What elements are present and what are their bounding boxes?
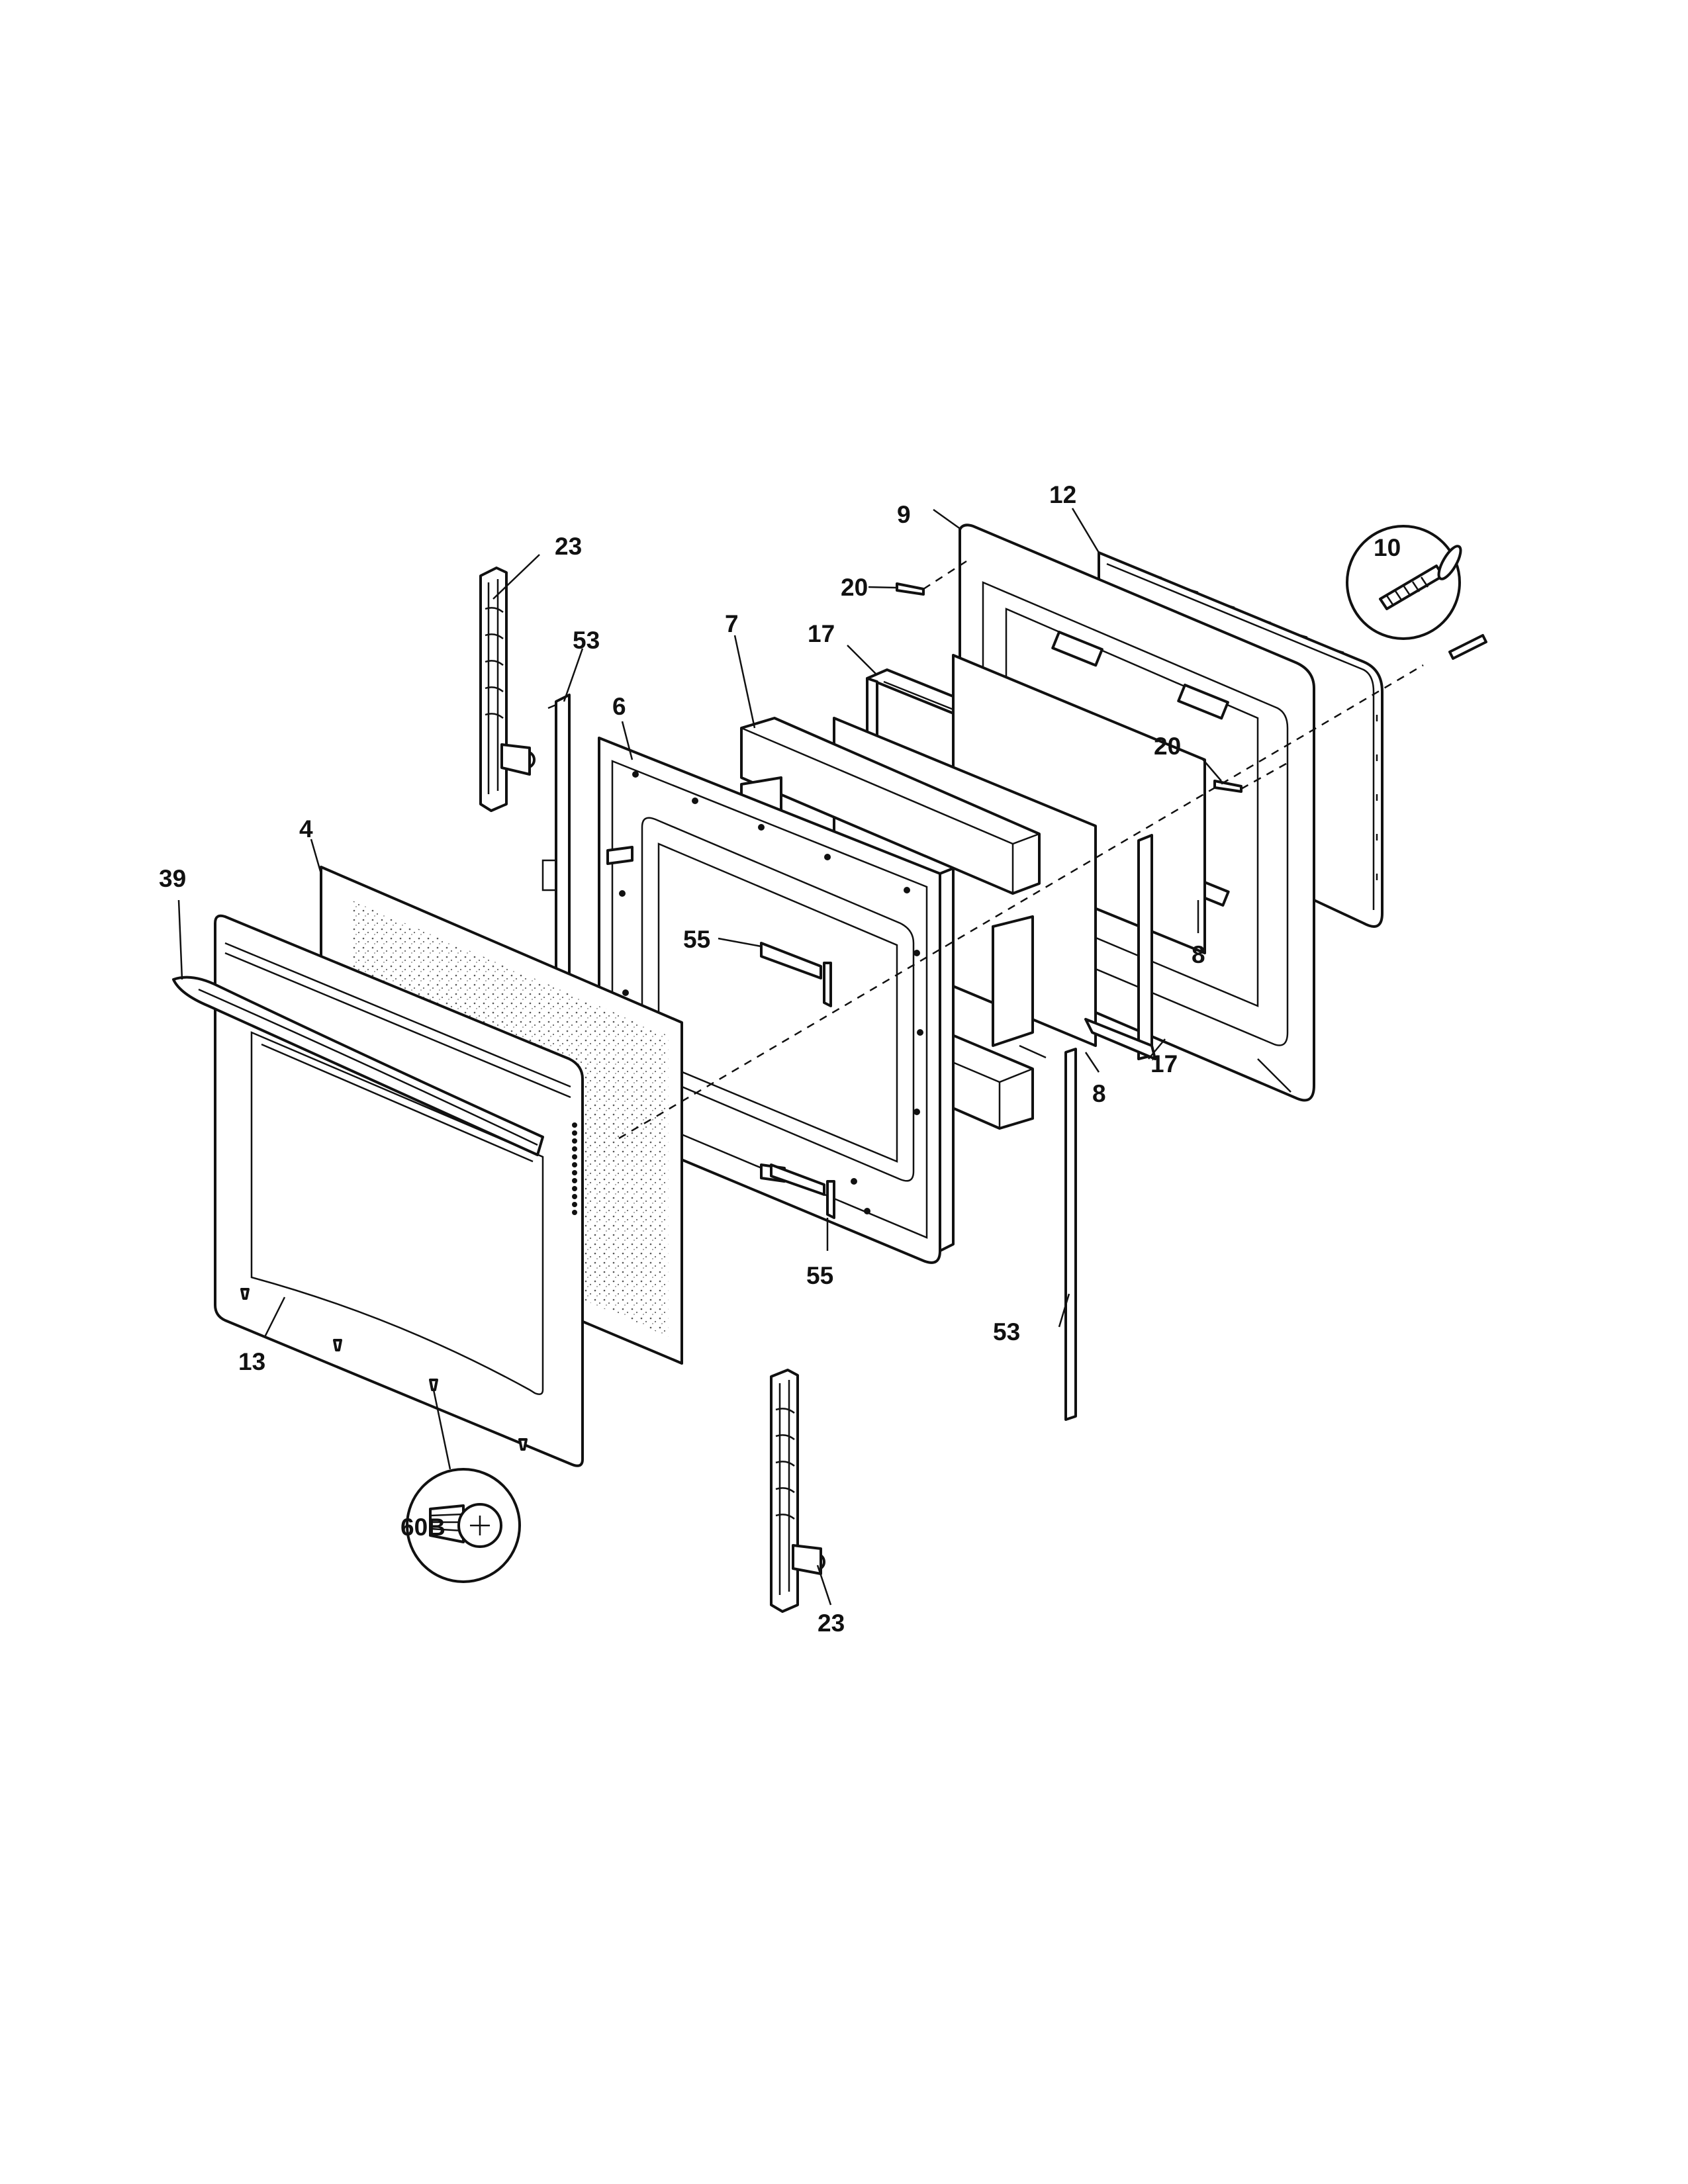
part-60b-detail-bubble: [406, 1468, 521, 1583]
callout-17-lower: 17: [1150, 1050, 1178, 1077]
callout-13: 13: [238, 1348, 265, 1375]
callout-53-upper: 53: [573, 627, 600, 654]
part-20-screw-upper: [896, 582, 925, 596]
callout-labels: 23 53 4 39 6 7 17 9 12 10 20 20 55 55 8 …: [159, 481, 1401, 1637]
callout-8-front: 8: [1092, 1080, 1106, 1107]
callout-20-right: 20: [1154, 733, 1181, 760]
part-6-door-inner-panel: [598, 737, 955, 1264]
callout-60b: 60B: [400, 1514, 445, 1541]
callout-9: 9: [897, 501, 911, 528]
callout-8-rear: 8: [1192, 941, 1205, 968]
callout-17-upper: 17: [808, 620, 835, 647]
part-13-outer-door-panel: [214, 914, 584, 1467]
assembly-alignment-line: [618, 560, 1424, 1140]
callout-39: 39: [159, 865, 186, 892]
part-55-hinge-receiver-lower: [770, 1163, 835, 1219]
part-23-hinge-lower: [770, 1369, 825, 1613]
callout-20-upper: 20: [841, 574, 868, 601]
callout-6: 6: [612, 693, 626, 720]
leader-lines: [177, 508, 1222, 1606]
part-23-hinge-upper: [479, 567, 536, 812]
callout-55-lower: 55: [806, 1262, 833, 1289]
part-53-trim-right: [1064, 1048, 1077, 1421]
callout-23-lower: 23: [818, 1610, 845, 1637]
callout-23-upper: 23: [555, 533, 582, 560]
door-screws: [240, 1288, 528, 1451]
callout-4: 4: [299, 815, 313, 842]
part-55-hinge-receiver-upper: [760, 942, 832, 1007]
callout-7: 7: [725, 610, 739, 637]
callout-12: 12: [1049, 481, 1076, 508]
part-10-detail-bubble: [1346, 525, 1487, 660]
part-39-door-handle: [172, 976, 544, 1156]
callout-10: 10: [1374, 534, 1401, 561]
callout-53-lower: 53: [993, 1318, 1020, 1345]
callout-55-upper: 55: [683, 926, 710, 953]
